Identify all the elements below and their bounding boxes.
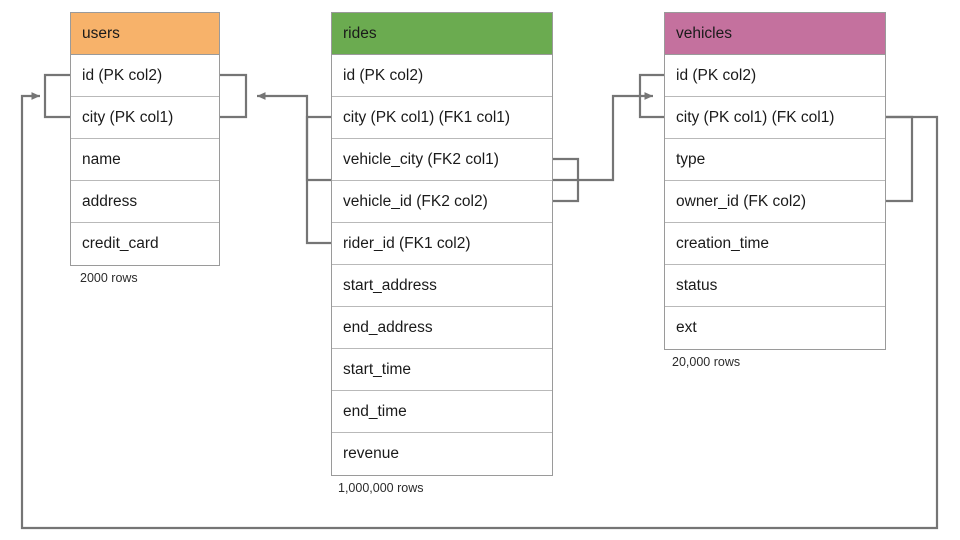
row-count-label-users: 2000 rows	[80, 271, 138, 285]
entity-column-row[interactable]: status	[665, 265, 885, 307]
connector-rides-to-vehicles	[553, 92, 653, 182]
entity-column-row[interactable]: name	[71, 139, 219, 181]
entity-column-row[interactable]: ext	[665, 307, 885, 349]
entity-column-row[interactable]: end_time	[332, 391, 552, 433]
row-count-label-rides: 1,000,000 rows	[338, 481, 424, 495]
entity-column-row[interactable]: city (PK col1) (FK col1)	[665, 97, 885, 139]
connector-vehicles-left-bracket	[638, 73, 664, 119]
entity-column-row[interactable]: id (PK col2)	[665, 55, 885, 97]
entity-column-row[interactable]: credit_card	[71, 223, 219, 265]
entity-header-rides: rides	[332, 13, 552, 55]
entity-column-row[interactable]: revenue	[332, 433, 552, 475]
entity-column-row[interactable]: id (PK col2)	[332, 55, 552, 97]
connector-users-right-bracket	[220, 73, 248, 119]
entity-column-row[interactable]: creation_time	[665, 223, 885, 265]
entity-column-row[interactable]: id (PK col2)	[71, 55, 219, 97]
entity-column-row[interactable]: city (PK col1) (FK1 col1)	[332, 97, 552, 139]
connector-rides-to-users	[257, 92, 331, 182]
entity-column-row[interactable]: end_address	[332, 307, 552, 349]
entity-column-row[interactable]: vehicle_id (FK2 col2)	[332, 181, 552, 223]
row-count-label-vehicles: 20,000 rows	[672, 355, 741, 369]
entity-header-vehicles: vehicles	[665, 13, 885, 55]
entity-column-row[interactable]: city (PK col1)	[71, 97, 219, 139]
entity-column-row[interactable]: type	[665, 139, 885, 181]
entity-column-row[interactable]: start_time	[332, 349, 552, 391]
entity-column-row[interactable]: address	[71, 181, 219, 223]
connector-rides-left-bracket	[305, 115, 331, 245]
entity-column-row[interactable]: vehicle_city (FK2 col1)	[332, 139, 552, 181]
connector-users-left-bracket	[43, 73, 70, 119]
connector-rides-right-bracket	[553, 157, 580, 203]
entity-header-users: users	[71, 13, 219, 55]
entity-column-row[interactable]: rider_id (FK1 col2)	[332, 223, 552, 265]
entity-column-row[interactable]: owner_id (FK col2)	[665, 181, 885, 223]
entity-column-row[interactable]: start_address	[332, 265, 552, 307]
connector-vehicles-right-bracket	[886, 115, 914, 203]
